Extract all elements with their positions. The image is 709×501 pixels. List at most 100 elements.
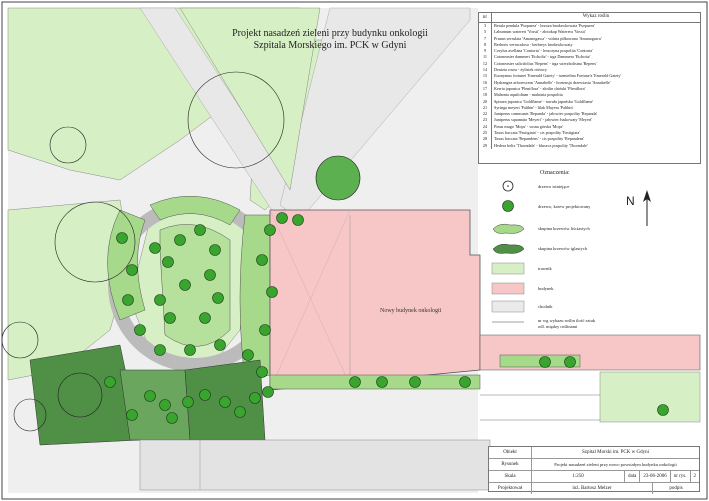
plant-nr: 17 xyxy=(479,85,492,93)
plant-name: Berberis verruculosa - berberys brodawko… xyxy=(494,41,573,47)
new-tree-icon xyxy=(122,294,134,306)
new-tree-icon xyxy=(126,264,138,276)
plant-nr: 3 xyxy=(479,23,492,30)
legend-labels: nr wg wykazu roślin ilość sztuk odl. mię… xyxy=(488,314,698,332)
new-tree-icon xyxy=(209,244,221,256)
existing-tree-icon xyxy=(502,180,514,192)
new-tree-icon xyxy=(174,234,186,246)
plant-name: Betula pendula 'Purpurea' - brzoza broda… xyxy=(494,23,595,28)
new-tree-icon xyxy=(292,214,304,226)
plant-name: Taxus baccata 'Fastigiata' - cis pospoli… xyxy=(494,130,580,136)
new-tree-icon xyxy=(162,256,174,268)
existing-trees xyxy=(1,71,285,432)
plant-name: Syringa meyeri 'Palibin' - lilak Mayera … xyxy=(494,104,574,110)
path-icon xyxy=(491,300,525,313)
lawn-icon xyxy=(491,262,525,275)
title-line-1: Projekt nasadzeń zieleni przy budynku on… xyxy=(232,28,428,39)
legend-conifer-group: skupina krzewów iglastych xyxy=(488,240,698,258)
plant-name: Taxus baccata 'Repandens' - cis pospolit… xyxy=(494,136,585,142)
road xyxy=(139,439,491,491)
new-tree-icon xyxy=(164,312,176,324)
plant-nr: 25 xyxy=(479,130,492,137)
plant-nr: 18 xyxy=(479,92,492,99)
plant-nr: 9 xyxy=(479,48,492,55)
legend-deciduous-group: skupina krzewów liściastych xyxy=(488,220,698,238)
plant-nr: 7 xyxy=(479,35,492,42)
new-tree-icon xyxy=(199,389,211,401)
plant-nr: 11 xyxy=(479,54,492,61)
new-tree-icon xyxy=(134,324,146,336)
plant-name: Hydrangea arborescens 'Annabelle' - hort… xyxy=(494,79,611,85)
plant-name: Corylus avellana 'Contorta' - leszczyna … xyxy=(494,48,593,54)
plant-nr: 29 xyxy=(479,142,492,149)
plant-list-name-header: Wykaz roślin xyxy=(582,14,610,20)
plant-name: Mahonia aquifolium - mahonia pospolita xyxy=(494,92,563,98)
new-tree-icon xyxy=(349,376,361,388)
plant-nr: 28 xyxy=(479,136,492,143)
new-tree-icon xyxy=(184,344,196,356)
hedge-south xyxy=(269,374,481,390)
new-tree-icon xyxy=(149,242,161,254)
shrub-bed-center xyxy=(159,224,231,347)
new-tree-icon xyxy=(194,224,206,236)
new-tree-icon xyxy=(657,404,669,416)
plant-name: Cotoneaster salicifolius 'Repens' - irga… xyxy=(494,60,597,66)
new-tree-icon xyxy=(204,269,216,281)
north-arrow: N xyxy=(626,188,662,231)
new-tree-icon xyxy=(144,390,156,402)
plant-nr: 24 xyxy=(479,123,492,131)
new-tree-icon xyxy=(409,376,421,388)
building-label: Nowy budynek onkologii xyxy=(380,308,442,314)
plant-name: Prunus serrulata 'Amanogawa' - wiśnia pi… xyxy=(494,35,602,41)
plant-nr: 23 xyxy=(479,117,492,124)
new-tree-icon xyxy=(126,409,138,421)
new-tree-icon xyxy=(159,399,171,411)
new-trees xyxy=(104,212,669,424)
new-tree-icon xyxy=(199,312,211,324)
title-block: Obiekt Szpital Morski im. PCK w Gdyni Ry… xyxy=(488,446,700,494)
lawn-southeast xyxy=(599,371,701,423)
title-line-2: Szpitala Morskiego im. PCK w Gdyni xyxy=(253,40,407,51)
shrub-bed-north xyxy=(149,195,241,226)
new-tree-icon xyxy=(154,294,166,306)
plant-name: Juniperus communis 'Repanda' - jałowiec … xyxy=(494,111,598,117)
plant-nr: 5 xyxy=(479,29,492,36)
plant-nr: 8 xyxy=(479,41,492,49)
new-tree-icon xyxy=(376,376,388,388)
north-label: N xyxy=(626,194,635,208)
new-tree-icon xyxy=(256,366,268,378)
new-tree-icon xyxy=(154,344,166,356)
plant-name: Laburnum watereri 'Vossii' - złotokap Wa… xyxy=(494,29,586,35)
legend-title: Oznaczenia: xyxy=(540,170,570,176)
new-tree-icon xyxy=(276,212,288,224)
plant-nr: 21 xyxy=(479,104,492,112)
new-tree-icon xyxy=(219,396,231,408)
plant-nr: 15 xyxy=(479,73,492,80)
north-arrow-icon xyxy=(643,190,651,226)
new-tree-icon xyxy=(214,339,226,351)
new-tree-icon xyxy=(502,200,514,212)
new-tree-icon xyxy=(182,396,194,408)
new-tree-icon xyxy=(256,254,268,266)
building-icon xyxy=(491,282,525,295)
new-tree-icon xyxy=(212,292,224,304)
